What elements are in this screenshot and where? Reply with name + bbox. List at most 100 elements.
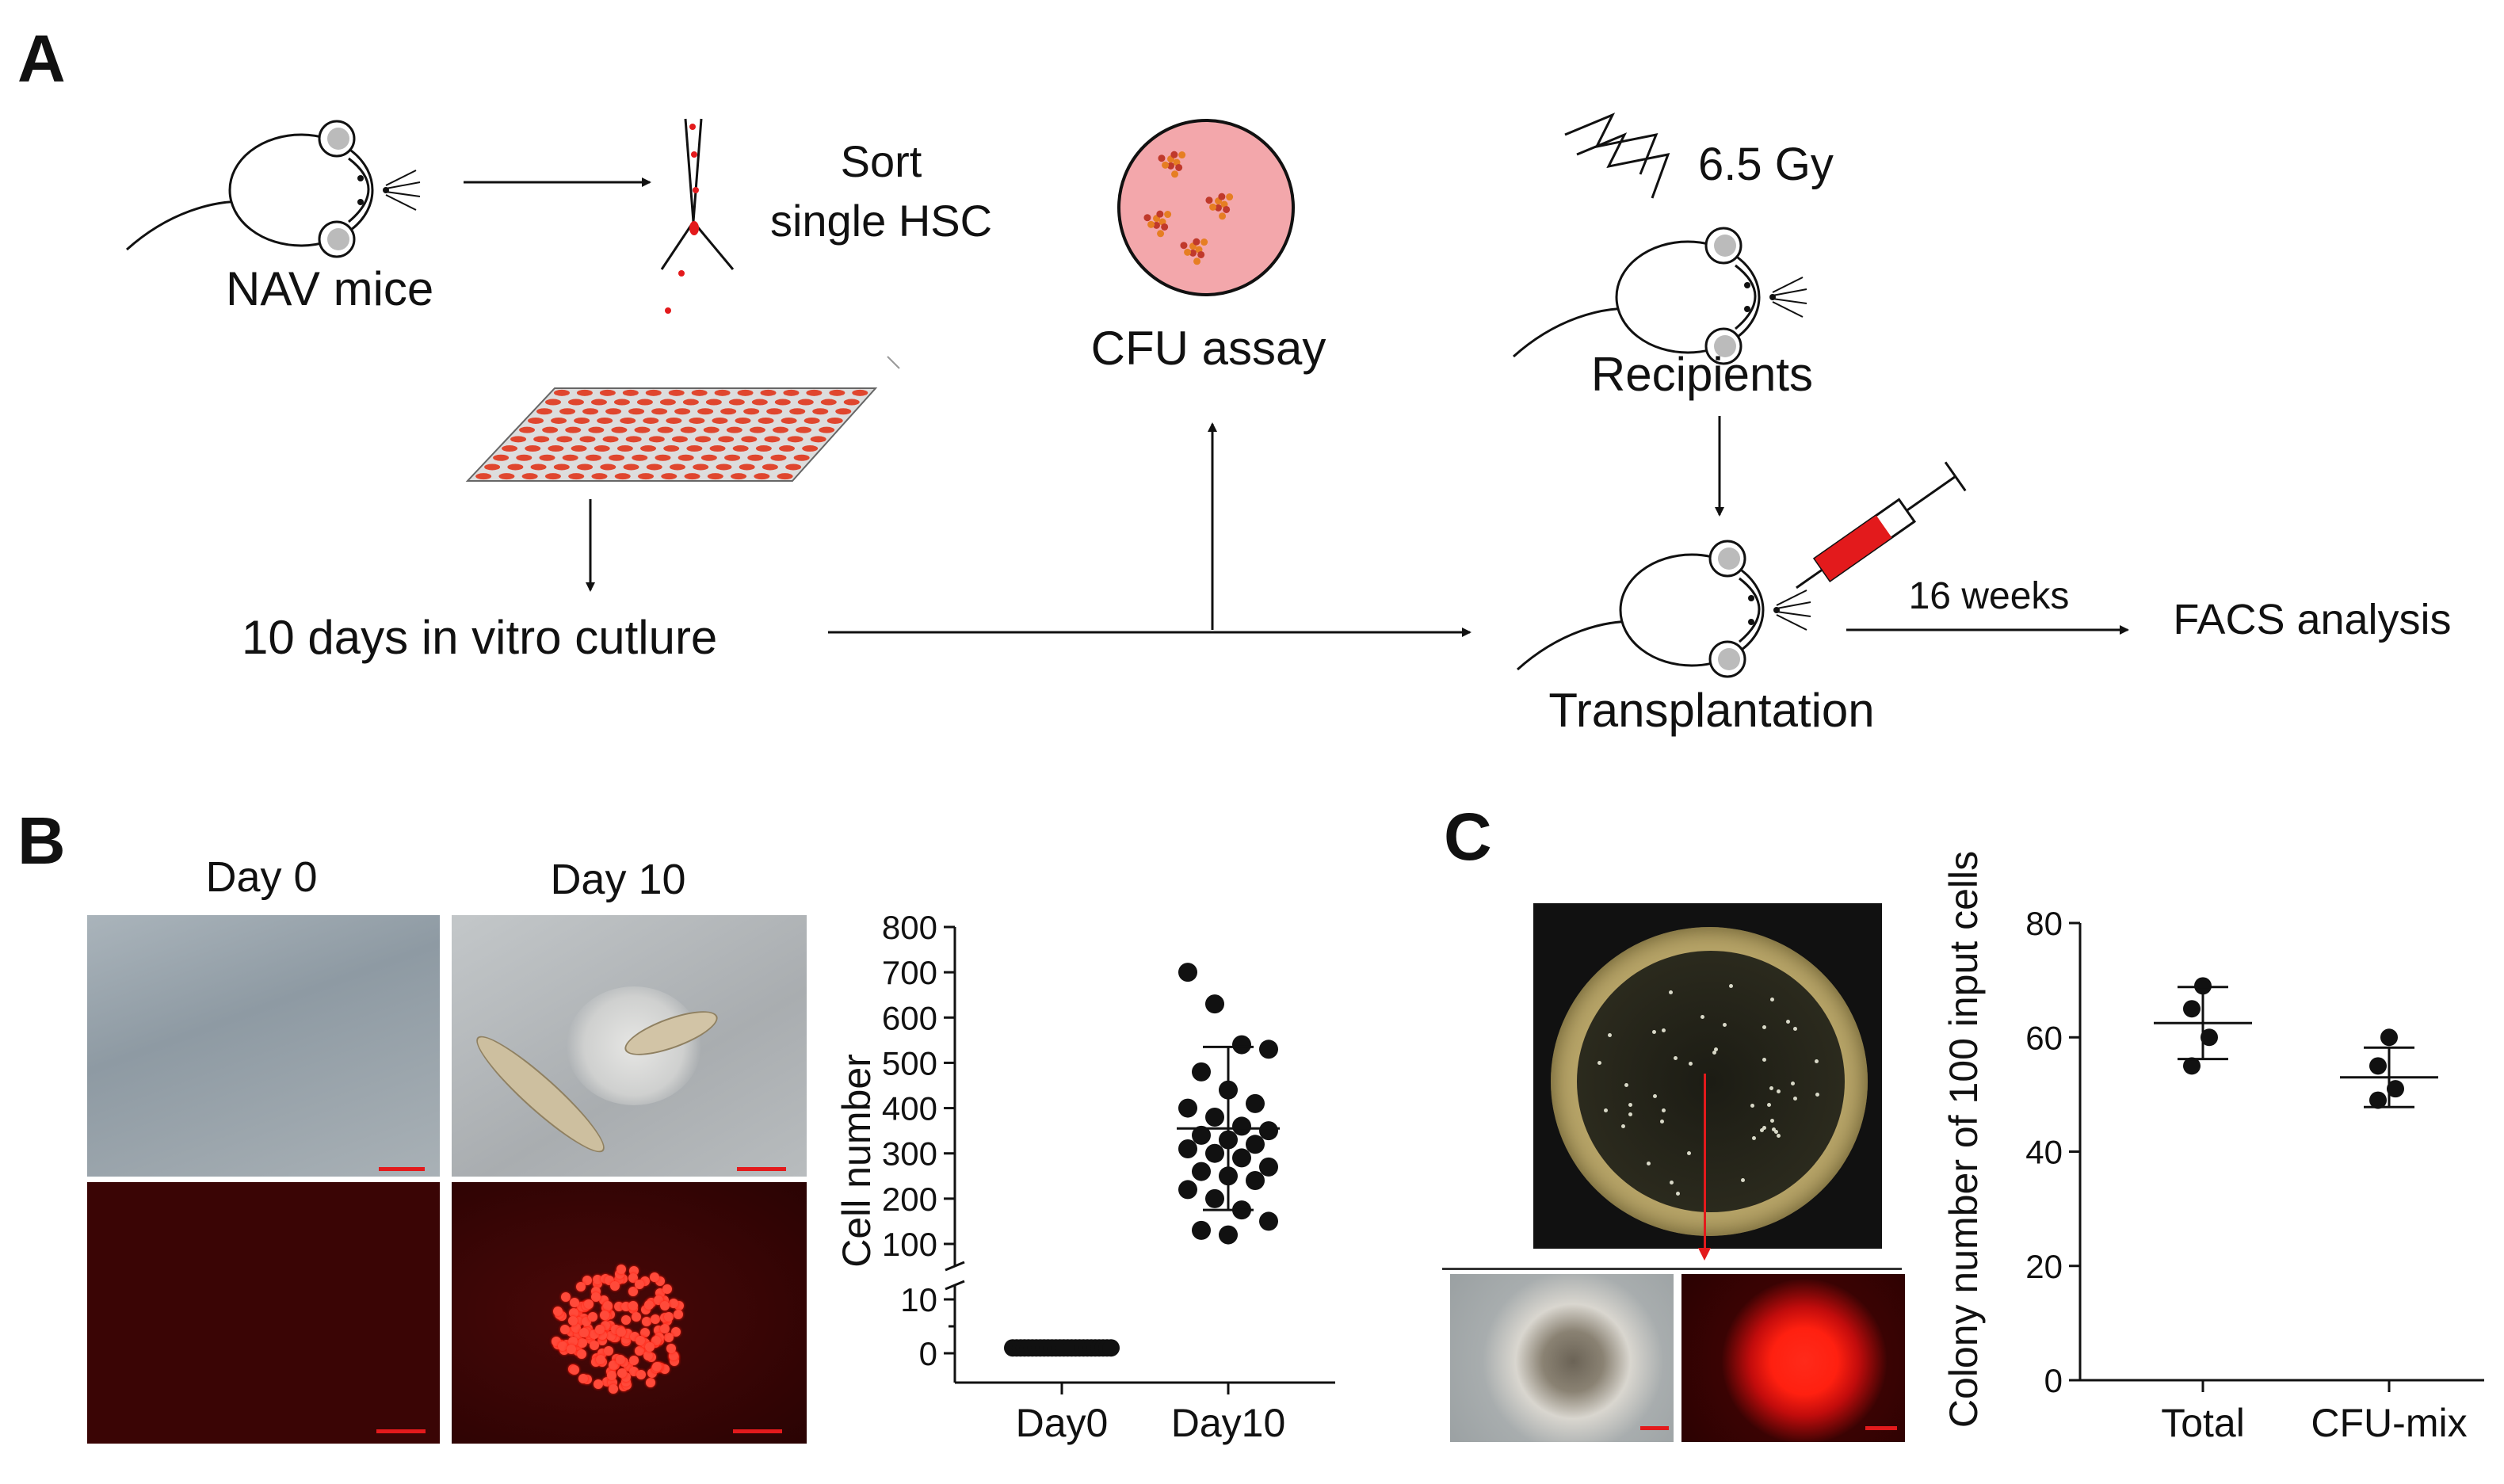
y-tick-label: 800 bbox=[882, 909, 937, 946]
colony-spot bbox=[1792, 1026, 1797, 1031]
x-tick-label: Day0 bbox=[1016, 1401, 1109, 1445]
fluorescent-cell bbox=[628, 1301, 638, 1311]
scale-bar bbox=[737, 1167, 786, 1171]
well bbox=[498, 473, 515, 480]
well bbox=[646, 464, 662, 471]
colony-dot bbox=[1170, 151, 1178, 158]
scale-bar bbox=[1865, 1426, 1897, 1430]
well bbox=[724, 454, 741, 461]
well bbox=[718, 436, 735, 443]
well bbox=[691, 389, 708, 396]
data-point bbox=[2183, 1057, 2201, 1075]
day10-fluorescence-image bbox=[452, 1182, 807, 1444]
colony-spot bbox=[1670, 1181, 1674, 1185]
well bbox=[774, 399, 791, 406]
panel-label-b: B bbox=[17, 803, 66, 878]
facs-label: FACS analysis bbox=[2173, 596, 2451, 643]
fluorescent-cell bbox=[635, 1279, 645, 1289]
colony-spot bbox=[1750, 1103, 1754, 1108]
y-tick-label: 500 bbox=[882, 1044, 937, 1082]
colony-dot bbox=[1193, 238, 1200, 246]
well bbox=[770, 454, 787, 461]
fluorescent-cell bbox=[603, 1301, 613, 1311]
fluorescent-cell bbox=[629, 1266, 639, 1276]
well bbox=[777, 473, 793, 480]
well bbox=[707, 473, 723, 480]
data-point bbox=[1246, 1135, 1265, 1154]
well bbox=[574, 417, 590, 424]
colony-spot bbox=[1770, 998, 1775, 1002]
fluorescent-cell bbox=[590, 1340, 599, 1350]
data-point bbox=[2387, 1080, 2404, 1098]
data-point bbox=[1178, 963, 1197, 982]
data-point bbox=[1232, 1116, 1251, 1136]
well bbox=[764, 436, 781, 443]
fluorescent-cell bbox=[636, 1369, 646, 1379]
sort-label-line1: Sort bbox=[841, 136, 922, 186]
well bbox=[820, 399, 837, 406]
well bbox=[568, 473, 585, 480]
fluorescent-cell bbox=[587, 1311, 597, 1322]
colony-spot bbox=[1603, 1108, 1608, 1113]
syringe-icon bbox=[1796, 461, 1967, 589]
colony-spot bbox=[1669, 990, 1674, 995]
colony-spot bbox=[1762, 1057, 1767, 1062]
fluorescent-cell bbox=[578, 1374, 588, 1384]
fluorescent-cell bbox=[560, 1291, 571, 1302]
data-point bbox=[1205, 1188, 1224, 1208]
flow-cytometer-icon bbox=[660, 118, 735, 314]
well bbox=[810, 436, 826, 443]
colony-dot bbox=[1152, 221, 1160, 229]
well bbox=[533, 436, 550, 443]
data-point bbox=[2369, 1057, 2387, 1075]
colony-spot bbox=[1786, 1020, 1791, 1024]
well bbox=[562, 454, 578, 461]
well bbox=[625, 436, 642, 443]
fluorescent-cell bbox=[595, 1325, 605, 1335]
well bbox=[640, 445, 657, 452]
fluorescent-cell bbox=[664, 1333, 674, 1343]
nav-mice-label: NAV mice bbox=[226, 262, 433, 315]
well bbox=[785, 464, 802, 471]
colony-spot bbox=[1597, 1061, 1601, 1066]
colony-dot bbox=[1180, 242, 1188, 250]
well bbox=[731, 473, 747, 480]
y-tick-label: 0 bbox=[919, 1335, 937, 1372]
colony-spot bbox=[1700, 1015, 1704, 1020]
fluorescent-cell bbox=[552, 1307, 563, 1317]
colony-dot bbox=[1193, 258, 1201, 265]
well bbox=[796, 426, 812, 433]
data-point bbox=[1259, 1157, 1278, 1177]
fluorescent-cell bbox=[593, 1275, 603, 1285]
well bbox=[762, 464, 778, 471]
scale-bar bbox=[379, 1167, 425, 1171]
well bbox=[716, 464, 732, 471]
data-point bbox=[2201, 1028, 2218, 1047]
well bbox=[484, 464, 501, 471]
colony-brightfield-image bbox=[1450, 1274, 1674, 1442]
data-point bbox=[1232, 1035, 1251, 1055]
well bbox=[697, 408, 714, 415]
well bbox=[655, 454, 671, 461]
day0-brightfield-image bbox=[87, 915, 440, 1177]
well bbox=[657, 426, 674, 433]
well bbox=[475, 473, 492, 480]
colony-spot bbox=[1774, 1130, 1779, 1135]
fluorescent-cell bbox=[596, 1355, 606, 1365]
well bbox=[760, 389, 777, 396]
well bbox=[671, 436, 688, 443]
colony-spot bbox=[1776, 1089, 1781, 1094]
day0-label: Day 0 bbox=[205, 853, 317, 901]
colony-spot bbox=[1652, 1094, 1657, 1099]
fluorescent-cell bbox=[616, 1368, 627, 1379]
fluorescent-cell bbox=[569, 1307, 579, 1318]
well bbox=[674, 408, 691, 415]
well bbox=[544, 473, 561, 480]
well bbox=[829, 389, 845, 396]
well bbox=[622, 389, 639, 396]
colony-spot bbox=[1770, 1119, 1775, 1123]
scale-bar bbox=[376, 1429, 426, 1433]
colony-dot bbox=[1143, 214, 1151, 222]
scale-bar bbox=[1640, 1426, 1669, 1430]
fluorescent-cell bbox=[621, 1315, 632, 1326]
